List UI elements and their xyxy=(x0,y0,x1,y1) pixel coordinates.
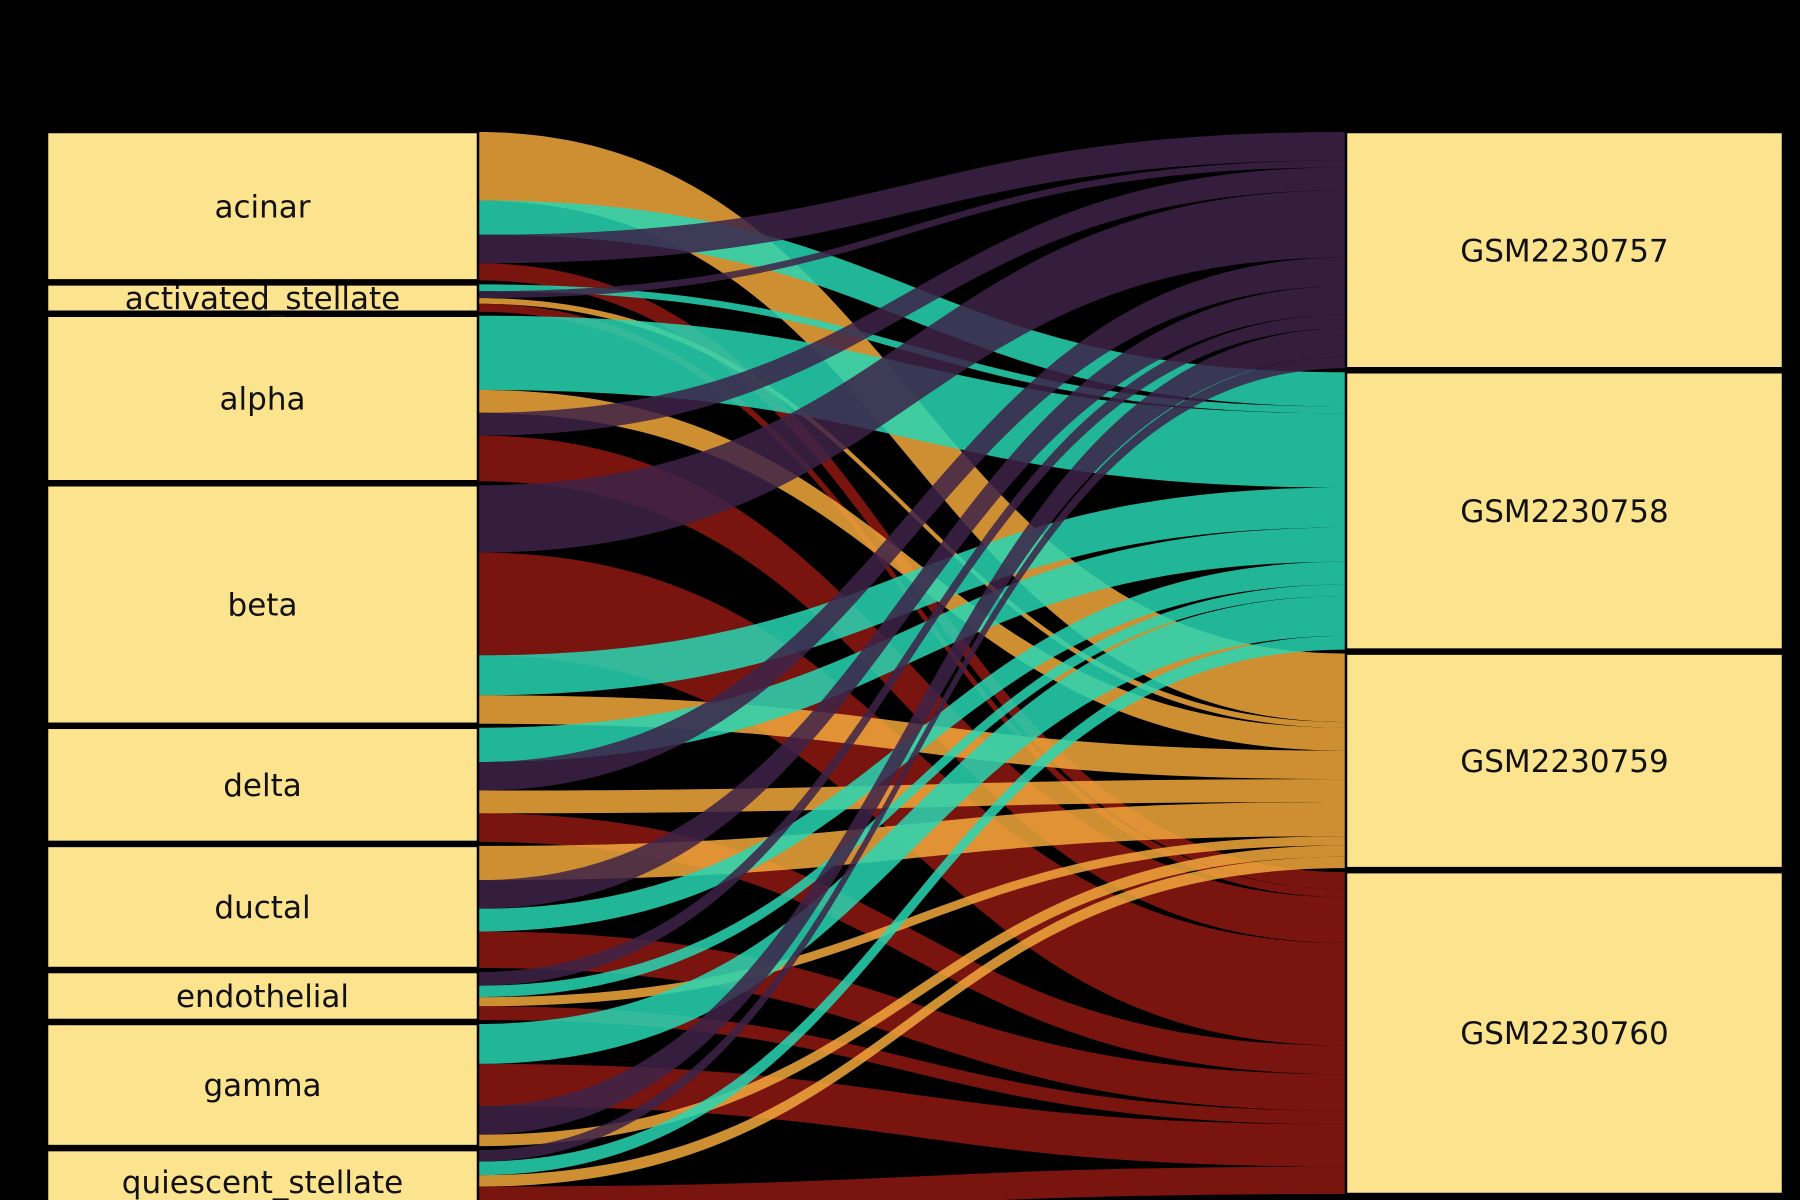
flow-endothelial-GSM2230757 xyxy=(478,314,1346,986)
flow-alpha-GSM2230760 xyxy=(478,435,1346,943)
node-right-GSM2230760 xyxy=(1344,870,1785,1196)
node-label-alpha: alpha xyxy=(220,382,306,418)
node-label-beta: beta xyxy=(228,588,298,624)
flow-gamma-GSM2230760 xyxy=(478,1063,1346,1167)
flow-gamma-GSM2230758 xyxy=(478,595,1346,1064)
node-right-GSM2230759 xyxy=(1344,652,1785,870)
flow-alpha-GSM2230757 xyxy=(478,167,1346,436)
node-label-gamma: gamma xyxy=(203,1068,321,1104)
flow-acinar-GSM2230757 xyxy=(478,132,1346,264)
node-left-endothelial xyxy=(45,970,480,1022)
flow-gamma-GSM2230759 xyxy=(478,845,1346,1147)
flow-delta-GSM2230760 xyxy=(478,813,1346,1075)
node-label-ductal: ductal xyxy=(214,890,310,926)
flow-quiescent_stellate-GSM2230758 xyxy=(478,635,1346,1176)
node-label-activated_stellate: activated_stellate xyxy=(125,281,400,317)
flow-quiescent_stellate-GSM2230759 xyxy=(478,856,1346,1187)
node-label-GSM2230759: GSM2230759 xyxy=(1460,744,1669,780)
node-label-quiescent_stellate: quiescent_stellate xyxy=(122,1165,403,1200)
flow-quiescent_stellate-GSM2230760 xyxy=(478,1166,1346,1200)
node-label-GSM2230757: GSM2230757 xyxy=(1460,233,1669,269)
flow-activated_stellate-GSM2230757 xyxy=(478,160,1346,299)
node-label-endothelial: endothelial xyxy=(176,979,349,1015)
node-label-delta: delta xyxy=(223,768,302,804)
node-left-acinar xyxy=(45,130,480,282)
node-label-GSM2230758: GSM2230758 xyxy=(1460,494,1669,530)
flow-beta-GSM2230757 xyxy=(478,190,1346,553)
node-label-acinar: acinar xyxy=(214,189,310,225)
flow-alpha-GSM2230759 xyxy=(478,389,1346,751)
flow-endothelial-GSM2230760 xyxy=(478,1006,1346,1125)
node-left-quiescent_stellate xyxy=(45,1148,480,1200)
node-left-alpha xyxy=(45,314,480,483)
flow-ductal-GSM2230758 xyxy=(478,561,1346,932)
flow-endothelial-GSM2230758 xyxy=(478,584,1346,998)
node-left-beta xyxy=(45,484,480,726)
node-left-delta xyxy=(45,726,480,844)
flow-delta-GSM2230757 xyxy=(478,257,1346,791)
flow-gamma-GSM2230757 xyxy=(478,328,1346,1135)
node-left-activated_stellate xyxy=(45,283,480,314)
node-left-gamma xyxy=(45,1022,480,1148)
flow-ductal-GSM2230757 xyxy=(478,286,1346,909)
flow-quiescent_stellate-GSM2230757 xyxy=(478,356,1346,1162)
node-boxes xyxy=(45,130,1785,1200)
node-left-ductal xyxy=(45,844,480,970)
flow-endothelial-GSM2230759 xyxy=(478,836,1346,1007)
node-right-GSM2230757 xyxy=(1344,130,1785,370)
node-label-GSM2230760: GSM2230760 xyxy=(1460,1016,1669,1052)
flow-ribbons xyxy=(478,132,1346,1200)
node-right-GSM2230758 xyxy=(1344,371,1785,651)
